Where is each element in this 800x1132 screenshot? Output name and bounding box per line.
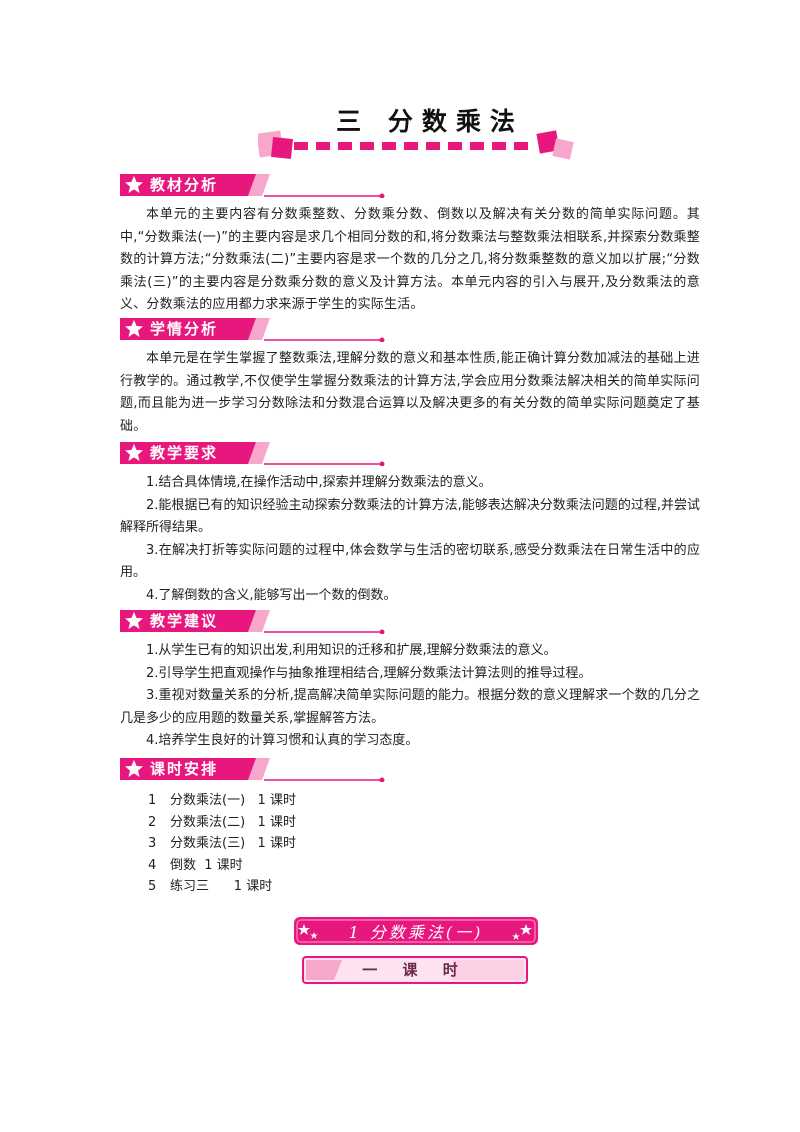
section-title: 学情分析 (150, 320, 219, 338)
heading-ribbon (120, 318, 385, 342)
schedule-list: 1 分数乘法(一) 1 课时 2 分数乘法(二) 1 课时 3 分数乘法(三) … (120, 790, 700, 898)
period-banner-title: 一 课 时 (362, 961, 468, 979)
section-student-analysis: 学情分析 本单元是在学生掌握了整数乘法,理解分数的意义和基本性质,能正确计算分数… (120, 316, 700, 438)
lesson-banner-title: 1 分数乘法(一) (348, 923, 484, 942)
title-decoration (258, 130, 574, 160)
list-item: 4.了解倒数的含义,能够写出一个数的倒数。 (146, 587, 397, 603)
lesson-banner-bg (294, 917, 538, 945)
schedule-row: 4 倒数 1 课时 (148, 855, 700, 877)
schedule-number: 4 (148, 857, 157, 873)
section-title: 教学要求 (150, 444, 219, 462)
star-icon (298, 924, 310, 935)
schedule-row: 3 分数乘法(三) 1 课时 (148, 833, 700, 855)
heading-ribbon (120, 174, 385, 198)
schedule-text: 分数乘法(一) 1 课时 (170, 793, 296, 808)
unit-title-block: 三 分数乘法 (0, 96, 800, 138)
schedule-text: 分数乘法(三) 1 课时 (170, 836, 296, 851)
section-heading: 教材分析 (120, 172, 700, 198)
heading-ribbon (120, 610, 385, 634)
section-heading: 教学建议 (120, 608, 700, 634)
section-heading: 教学要求 (120, 440, 700, 466)
schedule-row: 5 练习三 1 课时 (148, 876, 700, 898)
paragraph: 本单元的主要内容有分数乘整数、分数乘分数、倒数以及解决有关分数的简单实际问题。其… (120, 207, 700, 312)
schedule-number: 2 (148, 814, 157, 830)
list-item: 1.从学生已有的知识出发,利用知识的迁移和扩展,理解分数乘法的意义。 (146, 643, 557, 658)
star-icon (125, 444, 143, 461)
schedule-number: 3 (148, 836, 157, 851)
period-banner-bg (302, 956, 528, 984)
schedule-row: 1 分数乘法(一) 1 课时 (148, 790, 700, 812)
section-heading: 课时安排 (120, 756, 700, 782)
section-title: 教材分析 (150, 176, 219, 194)
list-item: 1.结合具体情境,在操作活动中,探索并理解分数乘法的意义。 (146, 475, 492, 490)
star-icon (512, 933, 520, 940)
paragraph: 本单元是在学生掌握了整数乘法,理解分数的意义和基本性质,能正确计算分数加减法的基… (120, 351, 700, 434)
list-item: 2.能根据已有的知识经验主动探索分数乘法的计算方法,能够表达解决分数乘法问题的过… (120, 497, 700, 536)
heading-ribbon (120, 442, 385, 466)
schedule-text: 分数乘法(二) 1 课时 (170, 814, 296, 830)
star-icon (520, 924, 532, 935)
lesson-banner: 1 分数乘法(一) (292, 916, 540, 946)
schedule-text: 倒数 1 课时 (170, 857, 243, 873)
section-teaching-suggestions: 教学建议 1.从学生已有的知识出发,利用知识的迁移和扩展,理解分数乘法的意义。 … (120, 608, 700, 753)
star-icon (125, 760, 143, 777)
star-icon (125, 176, 143, 193)
list-item: 2.引导学生把直观操作与抽象推理相结合,理解分数乘法计算法则的推导过程。 (146, 665, 592, 681)
section-teaching-requirements: 教学要求 1.结合具体情境,在操作活动中,探索并理解分数乘法的意义。 2.能根据… (120, 440, 700, 607)
schedule-text: 练习三 1 课时 (170, 879, 273, 894)
list-item: 3.在解决打折等实际问题的过程中,体会数学与生活的密切联系,感受分数乘法在日常生… (120, 542, 700, 581)
unit-title: 三 分数乘法 (336, 107, 524, 136)
schedule-number: 1 (148, 793, 157, 808)
period-banner: 一 课 时 (302, 956, 528, 984)
section-title: 课时安排 (150, 760, 219, 778)
star-icon (310, 932, 318, 939)
schedule-number: 5 (148, 879, 157, 894)
section-title: 教学建议 (150, 612, 219, 630)
star-icon (125, 320, 143, 337)
list-item: 4.培养学生良好的计算习惯和认真的学习态度。 (146, 733, 419, 748)
star-icon (125, 612, 143, 629)
schedule-row: 2 分数乘法(二) 1 课时 (148, 812, 700, 834)
section-heading: 学情分析 (120, 316, 700, 342)
heading-ribbon (120, 758, 385, 782)
section-textbook-analysis: 教材分析 本单元的主要内容有分数乘整数、分数乘分数、倒数以及解决有关分数的简单实… (120, 172, 700, 317)
section-lesson-schedule: 课时安排 1 分数乘法(一) 1 课时 2 分数乘法(二) 1 课时 3 分数乘… (120, 756, 700, 898)
list-item: 3.重视对数量关系的分析,提高解决简单实际问题的能力。根据分数的意义理解求一个数… (120, 688, 700, 726)
